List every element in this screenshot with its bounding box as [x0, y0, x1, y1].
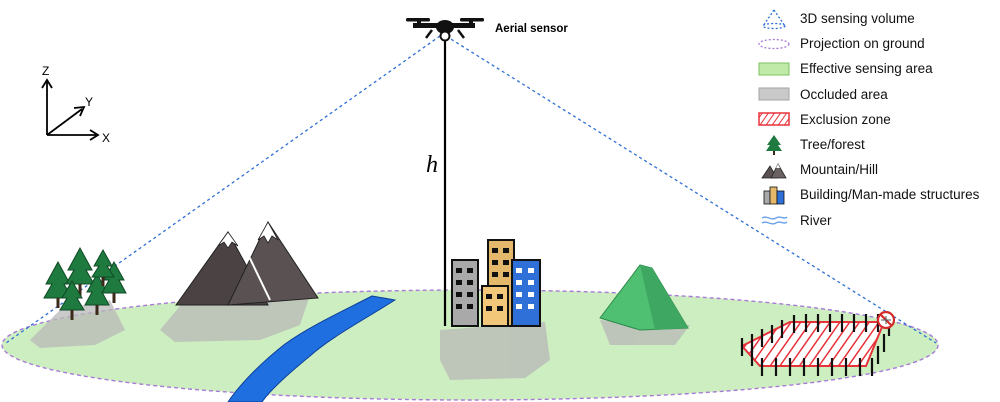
legend-label: Mountain/Hill	[800, 162, 879, 178]
no-fly-sign-icon	[876, 310, 896, 330]
mountain-icon	[761, 162, 787, 179]
legend-item-projection: Projection on ground	[756, 31, 1000, 56]
legend-item-exclusion-zone: Exclusion zone	[756, 107, 1000, 132]
sensing-volume-cone	[5, 35, 937, 344]
legend-label: Tree/forest	[800, 137, 865, 153]
grey-rect-icon	[758, 87, 790, 101]
legend-item-mountain: Mountain/Hill	[756, 157, 1000, 182]
legend-item-building: Building/Man-made structures	[756, 182, 1000, 207]
axis-x-label: X	[102, 131, 110, 145]
building-icon	[763, 186, 785, 205]
exclusion-zone	[740, 314, 891, 376]
river	[227, 295, 397, 402]
legend-item-sensing-volume: 3D sensing volume	[756, 6, 1000, 31]
drone-icon	[406, 18, 484, 42]
hatched-red-rect-icon	[758, 112, 790, 127]
legend-label: Exclusion zone	[800, 111, 891, 127]
tree-icon	[91, 248, 115, 286]
mountain	[175, 220, 319, 306]
axis-z-label: Z	[42, 64, 49, 78]
aerial-sensor-label: Aerial sensor	[495, 23, 568, 35]
dashed-cone-icon	[762, 9, 786, 29]
occluded-areas	[30, 295, 690, 380]
legend-label: Building/Man-made structures	[800, 187, 980, 203]
legend-item-occluded-area: Occluded area	[756, 82, 1000, 107]
axis-y-label: Y	[85, 95, 93, 109]
dashed-ellipse-icon	[758, 38, 790, 49]
legend-label: Effective sensing area	[800, 61, 933, 77]
legend-item-river: River	[756, 208, 1000, 233]
legend-label: River	[800, 212, 832, 228]
forest	[43, 246, 127, 320]
green-rect-icon	[758, 62, 790, 76]
legend: 3D sensing volume Projection on ground E…	[756, 6, 1000, 233]
legend-item-effective-area: Effective sensing area	[756, 56, 1000, 81]
axes-gizmo	[41, 78, 100, 141]
buildings	[451, 239, 541, 327]
legend-label: Occluded area	[800, 86, 888, 102]
tree-icon	[59, 280, 85, 320]
hill	[599, 264, 689, 331]
legend-label: 3D sensing volume	[800, 11, 915, 27]
tree-icon	[65, 246, 95, 296]
height-label: h	[426, 152, 438, 178]
legend-label: Projection on ground	[800, 36, 925, 52]
river-icon	[761, 216, 788, 225]
tree-icon	[766, 134, 782, 155]
legend-item-tree: Tree/forest	[756, 132, 1000, 157]
